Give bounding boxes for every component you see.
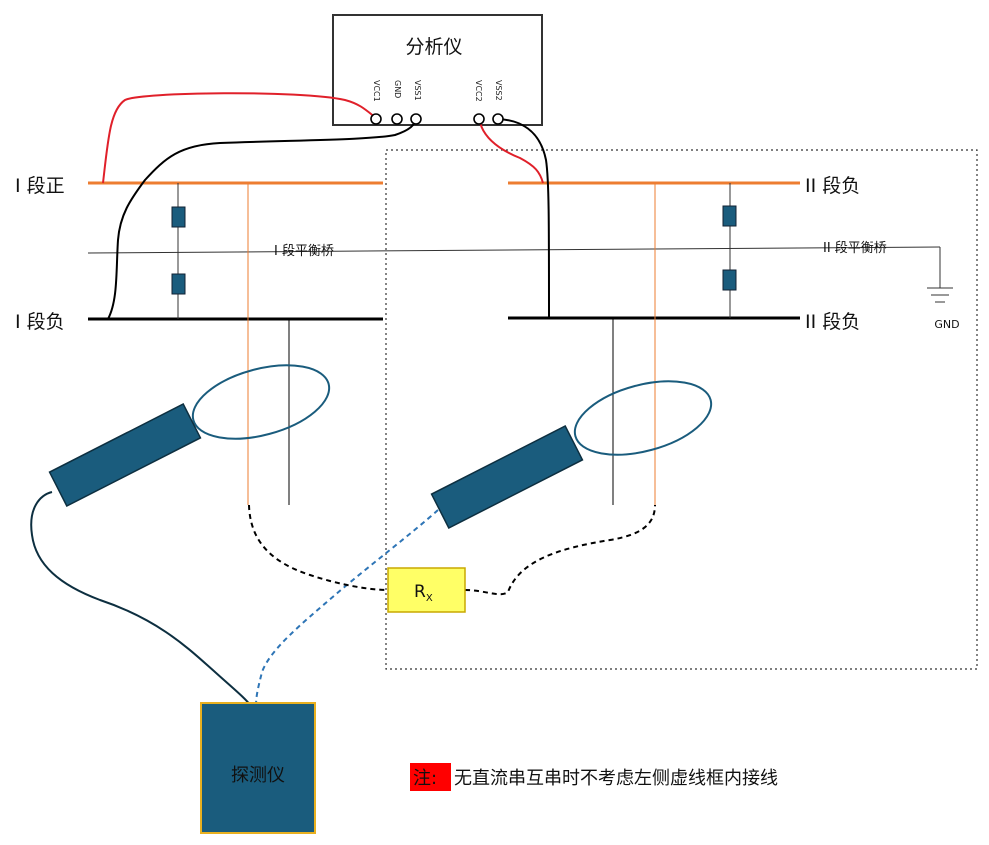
terminal-gnd bbox=[391, 113, 403, 125]
pin-label-gnd: GND bbox=[393, 80, 402, 98]
seg2-balance-resistors bbox=[722, 183, 737, 318]
rx-dashed-left bbox=[248, 504, 389, 591]
pin-label-vcc1: VCC1 bbox=[372, 80, 381, 102]
note-prefix: 注: bbox=[413, 768, 437, 789]
right-clamp-probe bbox=[430, 380, 713, 529]
left-clamp-loop bbox=[191, 364, 331, 440]
seg1-balance-label: I 段平衡桥 bbox=[274, 244, 334, 259]
black-wire-vss1 bbox=[107, 117, 417, 320]
seg2-positive-label: II 段负 bbox=[805, 175, 860, 197]
seg1-positive-label: I 段正 bbox=[15, 175, 65, 197]
black-wire-vss2 bbox=[497, 118, 550, 319]
ground-label: GND bbox=[934, 318, 959, 331]
analyzer-terminals bbox=[370, 113, 504, 125]
detector-label: 探测仪 bbox=[231, 765, 285, 786]
seg1-balance-resistors bbox=[171, 183, 186, 319]
right-probe-cable bbox=[255, 509, 439, 707]
red-wire-vcc2 bbox=[478, 117, 544, 184]
dashed-enclosure bbox=[385, 149, 978, 670]
rx-dashed-right bbox=[464, 504, 656, 596]
left-probe-body bbox=[48, 403, 202, 507]
seg2-balance-label: II 段平衡桥 bbox=[823, 241, 887, 256]
terminal-vcc2 bbox=[473, 113, 485, 125]
terminal-vss2 bbox=[492, 113, 504, 125]
red-wire-vcc1 bbox=[102, 92, 377, 184]
left-clamp-probe bbox=[48, 364, 331, 507]
note-highlight bbox=[410, 763, 451, 791]
rx-resistor bbox=[387, 567, 466, 613]
ground-symbol bbox=[927, 247, 953, 303]
detector-box bbox=[200, 702, 316, 834]
right-probe-body bbox=[430, 425, 584, 529]
note-text: 无直流串互串时不考虑左侧虚线框内接线 bbox=[454, 768, 778, 789]
analyzer: 分析仪 VCC1 GND VSS1 VCC2 VSS2 bbox=[332, 14, 543, 126]
pin-label-vss1: VSS1 bbox=[413, 80, 422, 101]
pin-label-vss2: VSS2 bbox=[494, 80, 503, 101]
rx-label: RX bbox=[414, 582, 433, 604]
analyzer-title: 分析仪 bbox=[405, 36, 462, 58]
seg2-negative-label: II 段负 bbox=[805, 311, 860, 333]
terminal-vcc1 bbox=[370, 113, 382, 125]
left-probe-cable bbox=[30, 491, 252, 707]
pin-label-vcc2: VCC2 bbox=[474, 80, 483, 102]
balance-bridge-line bbox=[87, 246, 941, 254]
analyzer-box bbox=[332, 14, 543, 126]
terminal-vss1 bbox=[410, 113, 422, 125]
seg1-negative-label: I 段负 bbox=[15, 311, 65, 333]
right-clamp-loop bbox=[573, 380, 713, 456]
